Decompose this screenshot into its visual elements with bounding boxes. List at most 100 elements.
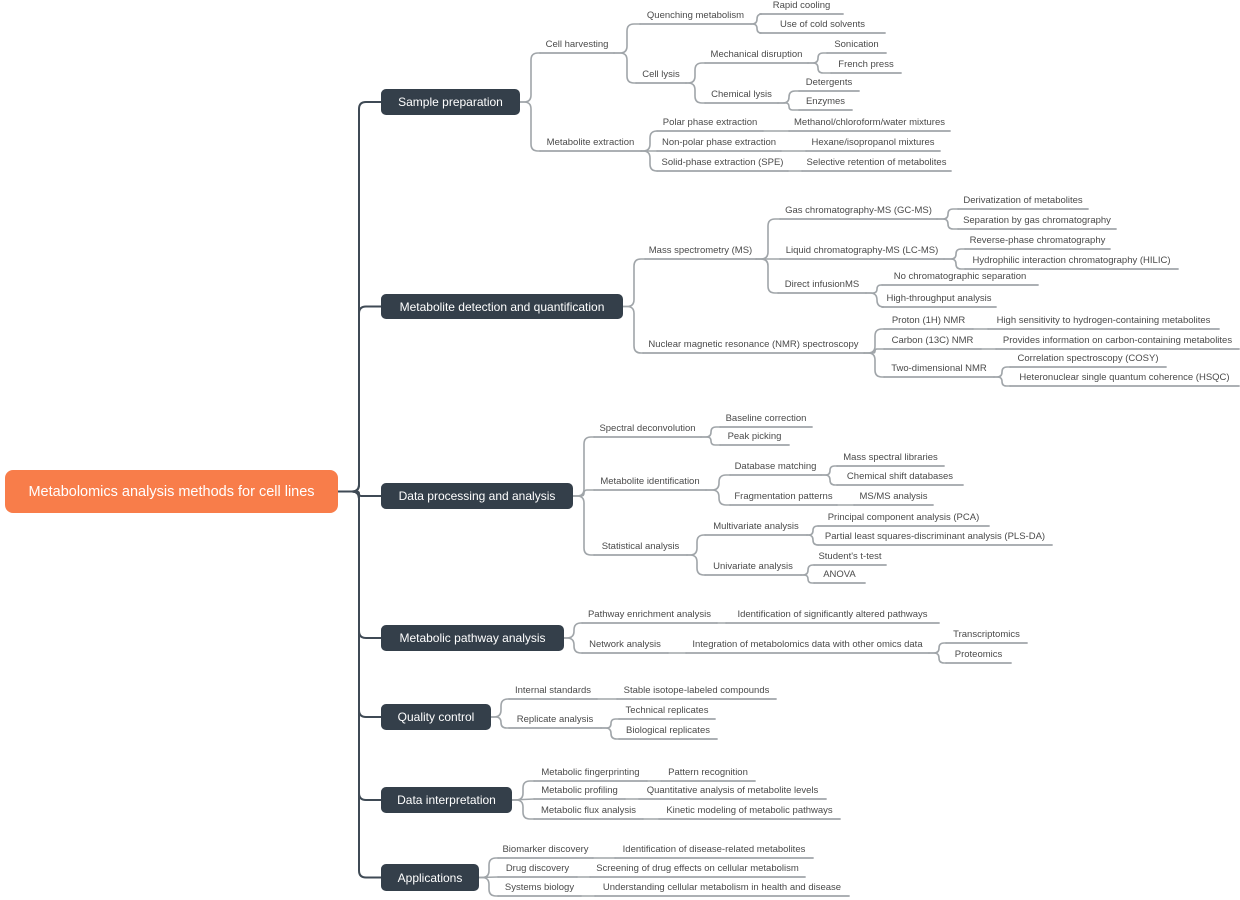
node-label: Baseline correction — [725, 412, 807, 424]
node-label: Transcriptomics — [953, 628, 1020, 640]
node-label: Chemical shift databases — [846, 470, 954, 482]
link — [700, 436, 721, 446]
link — [777, 102, 800, 111]
link — [755, 258, 779, 294]
node-label: Cell lysis — [642, 68, 680, 80]
node-label: Peak picking — [727, 430, 782, 442]
node-label: Mass spectrometry (MS) — [648, 244, 753, 256]
node-label: MS/MS analysis — [859, 490, 928, 502]
branch-node-sample-preparation[interactable]: Sample preparation — [381, 89, 520, 115]
link — [613, 52, 637, 84]
node-label: Hexane/isopropanol mixtures — [811, 136, 935, 148]
node-label: Screening of drug effects on cellular me… — [596, 862, 799, 874]
node-label: Correlation spectroscopy (COSY) — [1017, 352, 1159, 364]
branch-node-metabolic-pathway[interactable]: Metabolic pathway analysis — [381, 625, 564, 651]
node-label: Chemical lysis — [711, 88, 772, 100]
node-label: Metabolite extraction — [546, 136, 635, 148]
node-label: Metabolic fingerprinting — [541, 766, 640, 778]
node-label: Student's t-test — [818, 550, 882, 562]
node-label: Polar phase extraction — [662, 116, 758, 128]
link — [807, 52, 828, 64]
link — [572, 495, 595, 556]
node-label: Hydrophilic interaction chromatography (… — [972, 254, 1171, 266]
node-label: Metabolic profiling — [541, 784, 618, 796]
node-label: Detergents — [805, 76, 853, 88]
branch-node-quality-control[interactable]: Quality control — [381, 704, 491, 730]
node-label: Two-dimensional NMR — [891, 362, 987, 374]
link — [511, 799, 535, 820]
node-label: Replicate analysis — [516, 713, 594, 725]
node-label: Database matching — [734, 460, 817, 472]
node-label: Proton (1H) NMR — [891, 314, 966, 326]
branch-node-metabolite-detection[interactable]: Metabolite detection and quantification — [381, 294, 623, 319]
node-label: Technical replicates — [625, 704, 709, 716]
node-label: Rapid cooling — [772, 0, 831, 11]
node-label: Carbon (13C) NMR — [891, 334, 974, 346]
node-label: Mechanical disruption — [710, 48, 803, 60]
node-label: Methanol/chloroform/water mixtures — [794, 116, 945, 128]
link — [511, 780, 535, 801]
link — [943, 258, 966, 270]
node-label: Solid-phase extraction (SPE) — [661, 156, 784, 168]
node-label: Integration of metabolomics data with ot… — [692, 638, 923, 650]
link — [337, 490, 382, 879]
node-label: Use of cold solvents — [779, 18, 865, 30]
node-label: High-throughput analysis — [886, 292, 992, 304]
node-label: Understanding cellular metabolism in hea… — [602, 881, 842, 893]
branch-node-applications[interactable]: Applications — [381, 864, 479, 891]
node-label: Multivariate analysis — [713, 520, 799, 532]
link — [686, 534, 706, 556]
branch-node-data-interpretation[interactable]: Data interpretation — [381, 787, 512, 813]
node-label: Kinetic modeling of metabolic pathways — [666, 804, 833, 816]
node-label: Direct infusionMS — [784, 278, 860, 290]
link — [563, 622, 583, 639]
link — [622, 305, 644, 354]
node-label: French press — [838, 58, 894, 70]
node-label: Identification of significantly altered … — [737, 608, 928, 620]
link — [600, 727, 620, 740]
node-label: Liquid chromatography-MS (LC-MS) — [785, 244, 939, 256]
node-label: Univariate analysis — [713, 560, 793, 572]
link — [863, 348, 885, 354]
link — [936, 218, 959, 230]
node-label: Network analysis — [589, 638, 661, 650]
link — [993, 376, 1011, 387]
node-label: Systems biology — [504, 881, 575, 893]
node-label: Provides information on carbon-containin… — [1002, 334, 1233, 346]
link — [705, 474, 731, 491]
node-label: Separation by gas chromatography — [963, 214, 1111, 226]
link — [755, 218, 781, 260]
link — [943, 248, 966, 260]
node-label: Selective retention of metabolites — [806, 156, 947, 168]
root-node[interactable]: Metabolomics analysis methods for cell l… — [5, 470, 338, 513]
link — [685, 82, 706, 104]
node-label: Internal standards — [514, 684, 592, 696]
link — [337, 490, 382, 497]
node-label: Proteomics — [954, 648, 1003, 660]
branch-node-data-processing[interactable]: Data processing and analysis — [381, 483, 573, 509]
node-label: Fragmentation patterns — [734, 490, 833, 502]
link — [572, 436, 595, 497]
link — [490, 716, 510, 729]
node-label: Nuclear magnetic resonance (NMR) spectro… — [648, 338, 859, 350]
node-label: Gas chromatography-MS (GC-MS) — [785, 204, 932, 216]
node-label: Biological replicates — [626, 724, 710, 736]
link — [622, 258, 646, 308]
node-label: High sensitivity to hydrogen-containing … — [996, 314, 1211, 326]
link — [519, 52, 541, 103]
link — [863, 352, 885, 378]
node-label: Biomarker discovery — [502, 843, 589, 855]
node-label: Metabolic flux analysis — [540, 804, 637, 816]
node-label: Drug discovery — [505, 862, 570, 874]
node-label: Partial least squares-discriminant analy… — [824, 530, 1046, 542]
link — [820, 474, 838, 486]
link — [777, 90, 800, 104]
link — [806, 534, 819, 546]
node-label: Metabolite identification — [600, 475, 700, 487]
node-label: No chromatographic separation — [893, 270, 1027, 282]
link — [613, 23, 641, 54]
link — [478, 876, 499, 897]
link — [563, 637, 583, 654]
link — [685, 62, 706, 84]
